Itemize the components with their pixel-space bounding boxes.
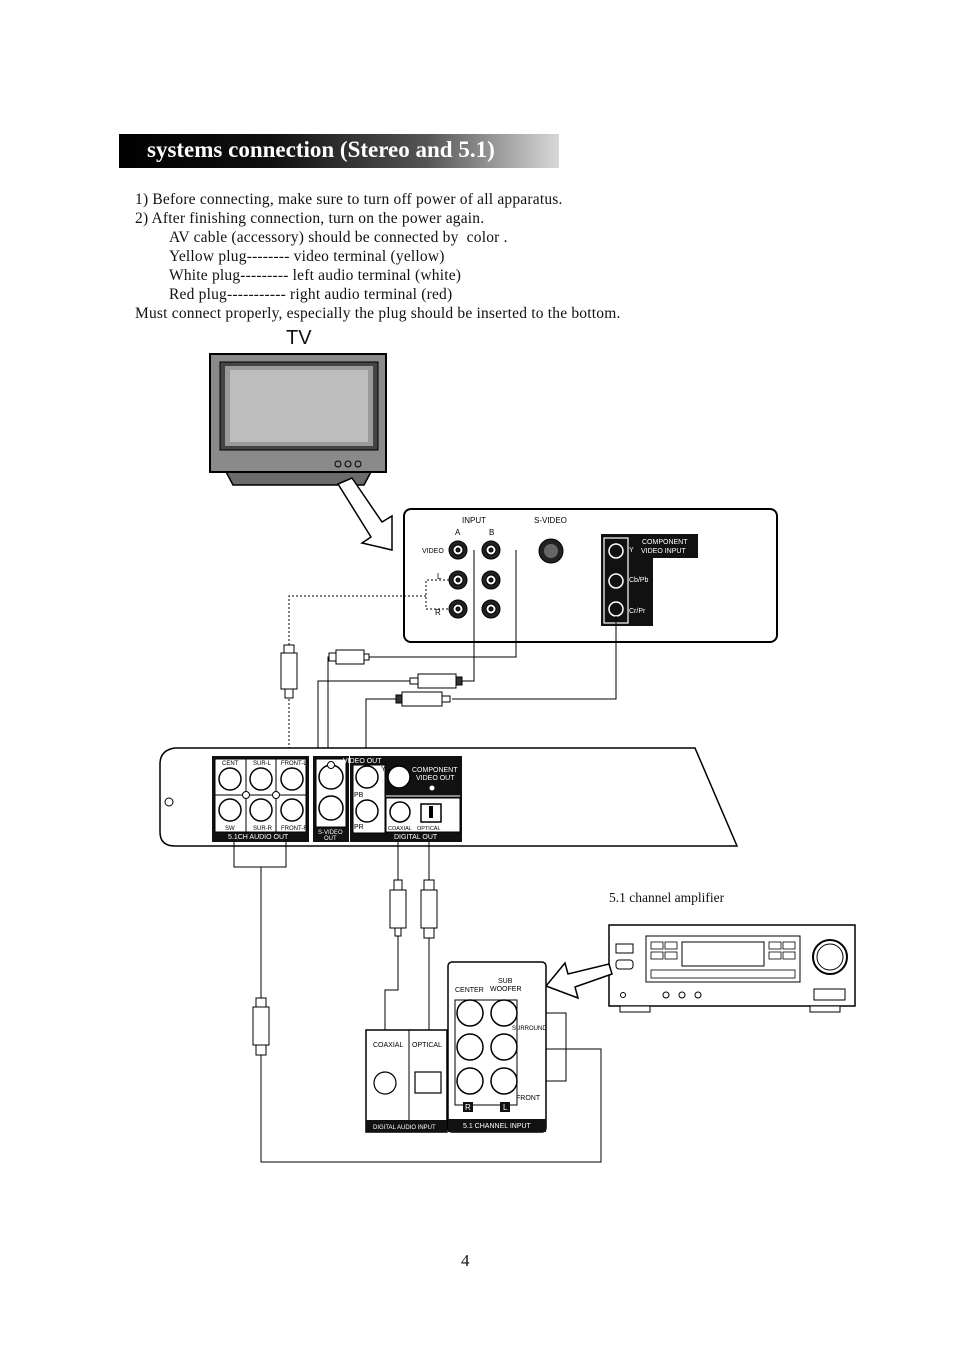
- cable-plug-icon: [252, 879, 438, 1056]
- amp-woofer-label: WOOFER: [490, 986, 522, 993]
- amp-surround-label: SURROUND: [512, 1026, 547, 1032]
- tv-component-cr: Cr/Pr: [629, 608, 646, 615]
- tv-r-label: R: [435, 608, 441, 617]
- tv-component-y: Y: [629, 547, 634, 554]
- tv-illustration: [209, 353, 387, 486]
- instruction-av-cable: AV cable (accessory) should be connected…: [169, 229, 508, 246]
- player-frontr-label: FRONT-R: [281, 826, 308, 832]
- upper-cables: [288, 550, 617, 772]
- tv-component-label-2: VIDEO INPUT: [641, 548, 686, 555]
- tv-rear-panel: INPUT A B VIDEO L R S-VIDEO COMPONENT VI…: [403, 508, 778, 643]
- tv-button-icon: [354, 460, 362, 468]
- amp-center-label: CENTER: [455, 987, 484, 994]
- tv-input-label: INPUT: [462, 516, 486, 525]
- player-pb-label: PB: [354, 792, 364, 799]
- player-sw-label: SW: [225, 826, 235, 832]
- amp-optical-label: OPTICAL: [412, 1042, 442, 1049]
- tv-label: TV: [286, 327, 312, 349]
- player-rear-panel: CENT SUR-L FRONT-L SW SUR-R FRONT-R 5.1C…: [159, 747, 739, 847]
- instruction-red-plug: Red plug----------- right audio terminal…: [169, 286, 453, 303]
- amp-r-label: R: [465, 1103, 471, 1112]
- player-cent-label: CENT: [222, 761, 239, 767]
- player-frontl-label: FRONT-L: [281, 761, 307, 767]
- instruction-warning: Must connect properly, especially the pl…: [135, 305, 621, 322]
- amp-coaxial-label: COAXIAL: [373, 1042, 403, 1049]
- player-y-label: Y: [381, 766, 386, 773]
- amplifier-label: 5.1 channel amplifier: [609, 890, 725, 905]
- tv-component-label-1: COMPONENT: [642, 539, 688, 546]
- amp-sub-label: SUB: [498, 978, 513, 985]
- tv-input-b: B: [489, 528, 494, 537]
- section-title-banner: systems connection (Stereo and 5.1): [119, 134, 559, 168]
- instruction-yellow-plug: Yellow plug-------- video terminal (yell…: [169, 248, 445, 265]
- tv-video-label: VIDEO: [422, 548, 444, 555]
- tv-l-label: L: [437, 572, 442, 581]
- tv-button-icon: [334, 460, 342, 468]
- amp-front-label: FRONT: [516, 1095, 541, 1102]
- player-audio-out-label: 5.1CH AUDIO OUT: [228, 834, 289, 841]
- amp-l-label: L: [503, 1103, 508, 1112]
- player-digital-out-label: DIGITAL OUT: [394, 834, 438, 841]
- player-svideo-out-1: S-VIDEO: [318, 830, 343, 836]
- instruction-2: 2) After finishing connection, turn on t…: [135, 210, 485, 227]
- tv-svideo-label: S-VIDEO: [534, 516, 567, 525]
- player-surl-label: SUR-L: [253, 761, 272, 767]
- tv-input-a: A: [455, 528, 461, 537]
- page-number: 4: [461, 1251, 470, 1270]
- amplifier-arrow-icon: [544, 961, 613, 1000]
- amp-channel-input-label: 5.1 CHANNEL INPUT: [463, 1123, 532, 1130]
- player-component-label-1: COMPONENT: [412, 767, 458, 774]
- player-component-label-2: VIDEO OUT: [416, 775, 455, 782]
- amplifier-rear-panel: COAXIAL OPTICAL DIGITAL AUDIO INPUT CENT…: [365, 961, 547, 1133]
- player-pr-label: PR: [354, 824, 364, 831]
- cable-plug-icon: [280, 644, 463, 707]
- section-title: systems connection (Stereo and 5.1): [147, 137, 495, 162]
- amplifier-illustration: [608, 924, 856, 1013]
- player-svideo-out-2: OUT: [324, 836, 337, 842]
- tv-button-icon: [344, 460, 352, 468]
- tv-component-cb: Cb/Pb: [629, 577, 649, 584]
- instructions-block: 1) Before connecting, make sure to turn …: [135, 190, 621, 323]
- player-coaxial-label: COAXIAL: [388, 826, 412, 832]
- instruction-1: 1) Before connecting, make sure to turn …: [135, 191, 563, 208]
- player-video-out-label: VIDEO OUT: [343, 758, 382, 765]
- instruction-white-plug: White plug--------- left audio terminal …: [169, 267, 462, 284]
- amp-digital-input-label: DIGITAL AUDIO INPUT: [373, 1125, 436, 1131]
- player-surr-label: SUR-R: [253, 826, 273, 832]
- player-optical-label: OPTICAL: [417, 826, 441, 832]
- tv-arrow-icon: [336, 477, 393, 551]
